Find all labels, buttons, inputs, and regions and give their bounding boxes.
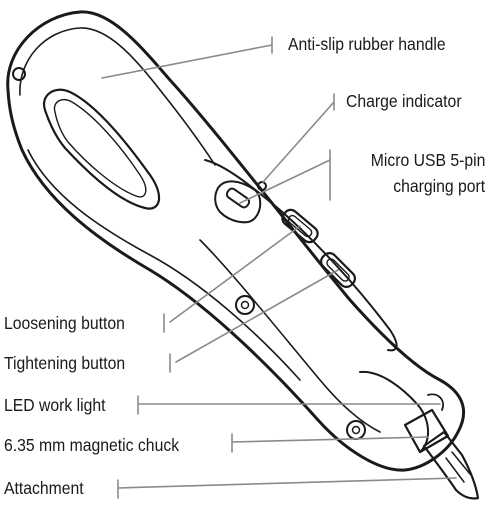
tightening-button-shape xyxy=(320,252,356,288)
lanyard-hole xyxy=(12,67,26,81)
tightening-button-inner xyxy=(326,258,350,282)
tool-body-outline xyxy=(6,10,466,472)
side-screw xyxy=(235,295,255,315)
loosening-button-shape xyxy=(281,208,319,244)
leader-attachment xyxy=(117,477,457,489)
label-charge-indicator: Charge indicator xyxy=(346,91,462,111)
attachment-bit xyxy=(422,430,480,500)
label-loosening-button: Loosening button xyxy=(4,313,125,333)
handle-lower-contour xyxy=(27,149,301,381)
grip-recess-inner xyxy=(53,98,147,198)
leader-handle xyxy=(101,44,273,79)
callout-lines xyxy=(101,36,457,499)
leader-tightening xyxy=(175,269,339,363)
leader-chuck xyxy=(231,436,429,443)
leader-charge-indicator xyxy=(262,101,335,183)
loosening-button-inner xyxy=(287,214,313,238)
label-attachment: Attachment xyxy=(4,478,84,498)
usb-port-slot xyxy=(225,187,251,209)
led-light xyxy=(427,393,444,411)
nose-contour xyxy=(359,370,429,453)
label-handle: Anti-slip rubber handle xyxy=(288,34,446,54)
label-magnetic-chuck: 6.35 mm magnetic chuck xyxy=(4,435,180,455)
label-tightening-button: Tightening button xyxy=(4,353,126,373)
label-work-light: LED work light xyxy=(4,395,106,415)
usb-port-housing xyxy=(214,180,262,224)
leader-loosening xyxy=(169,225,301,323)
grip-recess xyxy=(42,88,161,210)
body-seam xyxy=(199,239,381,433)
label-usb-port-line2: charging port xyxy=(393,176,485,196)
label-usb-port-line1: Micro USB 5-pin xyxy=(370,150,485,170)
nose-screw xyxy=(346,420,366,440)
charge-indicator-led xyxy=(257,181,267,191)
handle-inner-contour xyxy=(19,27,216,166)
leader-usb-port xyxy=(239,159,331,204)
magnetic-chuck xyxy=(403,408,450,454)
